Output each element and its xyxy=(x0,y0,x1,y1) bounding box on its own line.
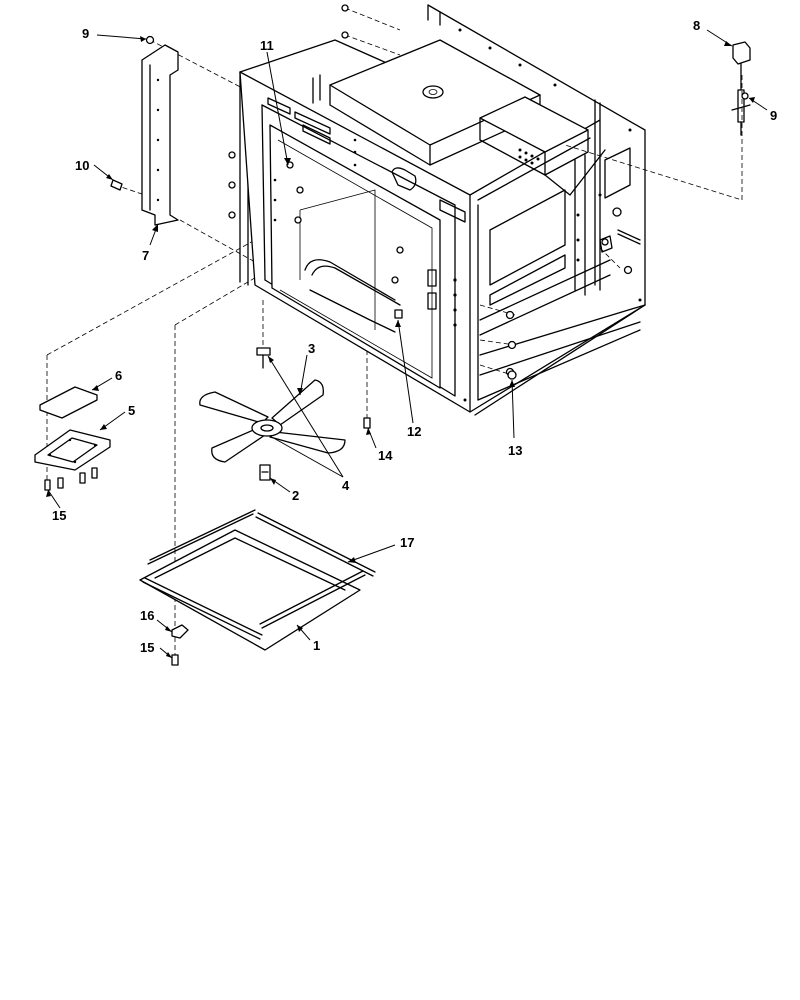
panel-holes xyxy=(273,28,642,402)
callout-16: 16 xyxy=(140,608,154,623)
callout-4: 4 xyxy=(342,478,350,493)
screw-10 xyxy=(110,179,123,191)
callout-15-lower: 15 xyxy=(140,640,154,655)
oven-bottom-panel xyxy=(139,529,361,651)
callout-5: 5 xyxy=(128,403,135,418)
bracket-16 xyxy=(171,624,189,639)
callout-13: 13 xyxy=(508,443,522,458)
leader-lines xyxy=(47,29,768,659)
mounting-screws xyxy=(228,4,633,377)
temperature-sensor xyxy=(731,41,751,136)
lamp-screws xyxy=(44,467,98,491)
oven-cavity-assembly xyxy=(228,4,646,416)
screw-14 xyxy=(363,417,371,429)
lamp-gasket xyxy=(34,429,111,471)
fan-nut xyxy=(256,347,271,369)
callout-3: 3 xyxy=(308,341,315,356)
callout-labels: 9 11 10 7 8 9 6 5 15 3 4 2 12 14 13 17 1… xyxy=(52,18,777,655)
callout-6: 6 xyxy=(115,368,122,383)
rack-rails xyxy=(142,509,376,640)
callout-9-left: 9 xyxy=(82,26,89,41)
screw-13 xyxy=(507,370,517,380)
side-trim-strip xyxy=(141,44,179,226)
callout-15-upper: 15 xyxy=(52,508,66,523)
callout-17: 17 xyxy=(400,535,414,550)
screw-15-lower xyxy=(171,654,179,666)
callout-14: 14 xyxy=(378,448,393,463)
callout-9-right: 9 xyxy=(770,108,777,123)
screw-9-left xyxy=(145,35,155,45)
callout-7: 7 xyxy=(142,248,149,263)
callout-8: 8 xyxy=(693,18,700,33)
callout-12: 12 xyxy=(407,424,421,439)
screw-9-right xyxy=(741,92,749,100)
lamp-lens xyxy=(39,386,98,419)
fan-shaft xyxy=(259,464,271,481)
terminal-dots xyxy=(518,148,540,165)
callout-10: 10 xyxy=(75,158,89,173)
callout-11: 11 xyxy=(260,38,274,53)
convection-fan-blade xyxy=(199,379,346,463)
leader-arrows xyxy=(46,36,755,658)
window-cutout xyxy=(391,167,417,191)
screw-12 xyxy=(394,309,403,319)
callout-2: 2 xyxy=(292,488,299,503)
callout-1: 1 xyxy=(313,638,320,653)
